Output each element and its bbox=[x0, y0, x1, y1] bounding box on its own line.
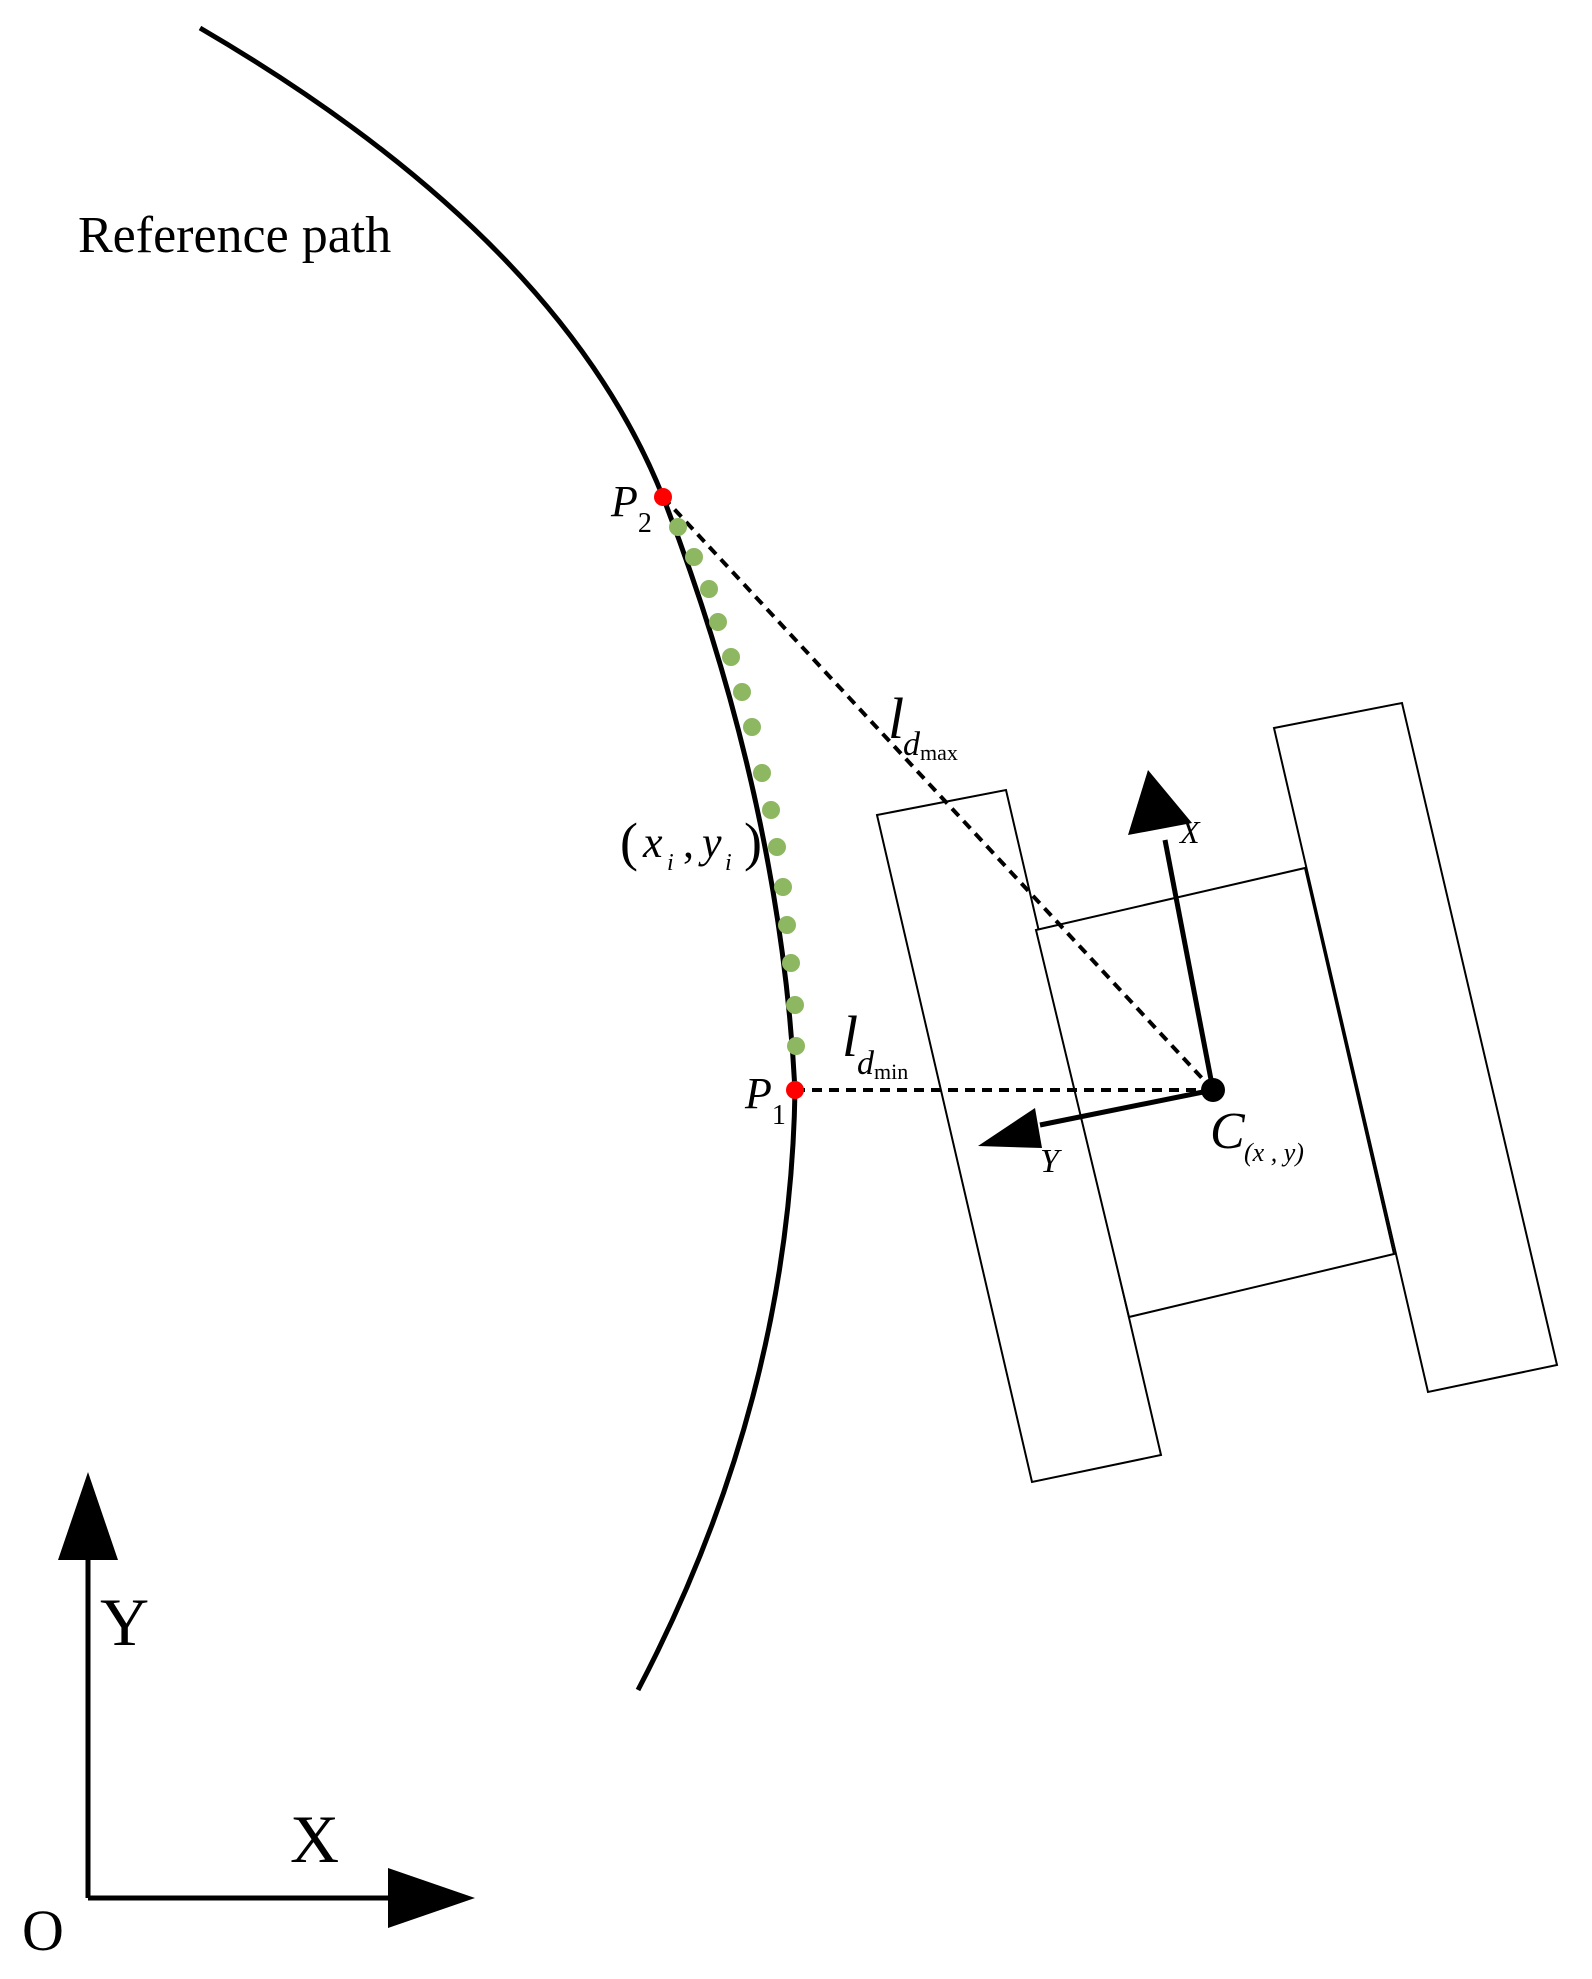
point-open-paren: ( bbox=[620, 812, 638, 872]
path-point bbox=[669, 518, 687, 536]
p1-point bbox=[786, 1081, 804, 1099]
ldmin-l: l bbox=[842, 1004, 858, 1069]
reference-path-label: Reference path bbox=[78, 207, 391, 264]
path-point bbox=[774, 878, 792, 896]
global-x-arrow-icon bbox=[388, 1868, 475, 1928]
path-point bbox=[733, 683, 751, 701]
vehicle-center-point bbox=[1201, 1078, 1225, 1102]
vehicle-y-arrow-icon bbox=[978, 1108, 1042, 1148]
ldmax-sub: max bbox=[920, 740, 958, 765]
origin-label: O bbox=[22, 1898, 64, 1963]
point-y: y bbox=[698, 818, 722, 867]
reference-path-curve bbox=[198, 25, 798, 1692]
path-point bbox=[787, 1037, 805, 1055]
ldmin-sub: min bbox=[874, 1059, 908, 1084]
path-point bbox=[786, 996, 804, 1014]
center-sub-label: (x , y) bbox=[1244, 1138, 1304, 1167]
path-point bbox=[709, 613, 727, 631]
p1-sub: 1 bbox=[772, 1100, 786, 1131]
vehicle-y-axis bbox=[1039, 1087, 1214, 1128]
point-y-sub: i bbox=[725, 850, 732, 876]
path-points bbox=[669, 518, 805, 1055]
path-point bbox=[722, 648, 740, 666]
p1-label: P1 bbox=[744, 1069, 786, 1131]
global-y-label: Y bbox=[100, 1584, 149, 1660]
path-point bbox=[762, 801, 780, 819]
vehicle-y-label: Y bbox=[1040, 1143, 1062, 1180]
ldmin-d: d bbox=[857, 1045, 875, 1082]
vehicle-x-label: X bbox=[1178, 814, 1201, 850]
point-x: x bbox=[642, 818, 663, 867]
path-point bbox=[685, 548, 703, 566]
path-point bbox=[768, 838, 786, 856]
path-point bbox=[782, 954, 800, 972]
p2-point bbox=[654, 488, 672, 506]
p2-sub: 2 bbox=[638, 508, 652, 539]
global-x-label: X bbox=[290, 1801, 339, 1877]
path-point bbox=[700, 580, 718, 598]
p2-label: P2 bbox=[610, 477, 652, 539]
point-x-sub: i bbox=[667, 850, 674, 876]
vehicle-x-arrow-icon bbox=[1128, 770, 1192, 835]
point-comma: , bbox=[683, 818, 694, 867]
right-track bbox=[1272, 701, 1559, 1394]
ldmax-d: d bbox=[903, 726, 921, 763]
path-point bbox=[753, 764, 771, 782]
path-point bbox=[743, 718, 761, 736]
global-y-arrow-icon bbox=[58, 1472, 118, 1560]
center-c-label: C bbox=[1210, 1103, 1246, 1160]
vehicle-x-axis bbox=[1162, 839, 1216, 1091]
point-close-paren: ) bbox=[744, 812, 762, 872]
ldmax-l: l bbox=[888, 686, 904, 751]
path-point bbox=[778, 916, 796, 934]
